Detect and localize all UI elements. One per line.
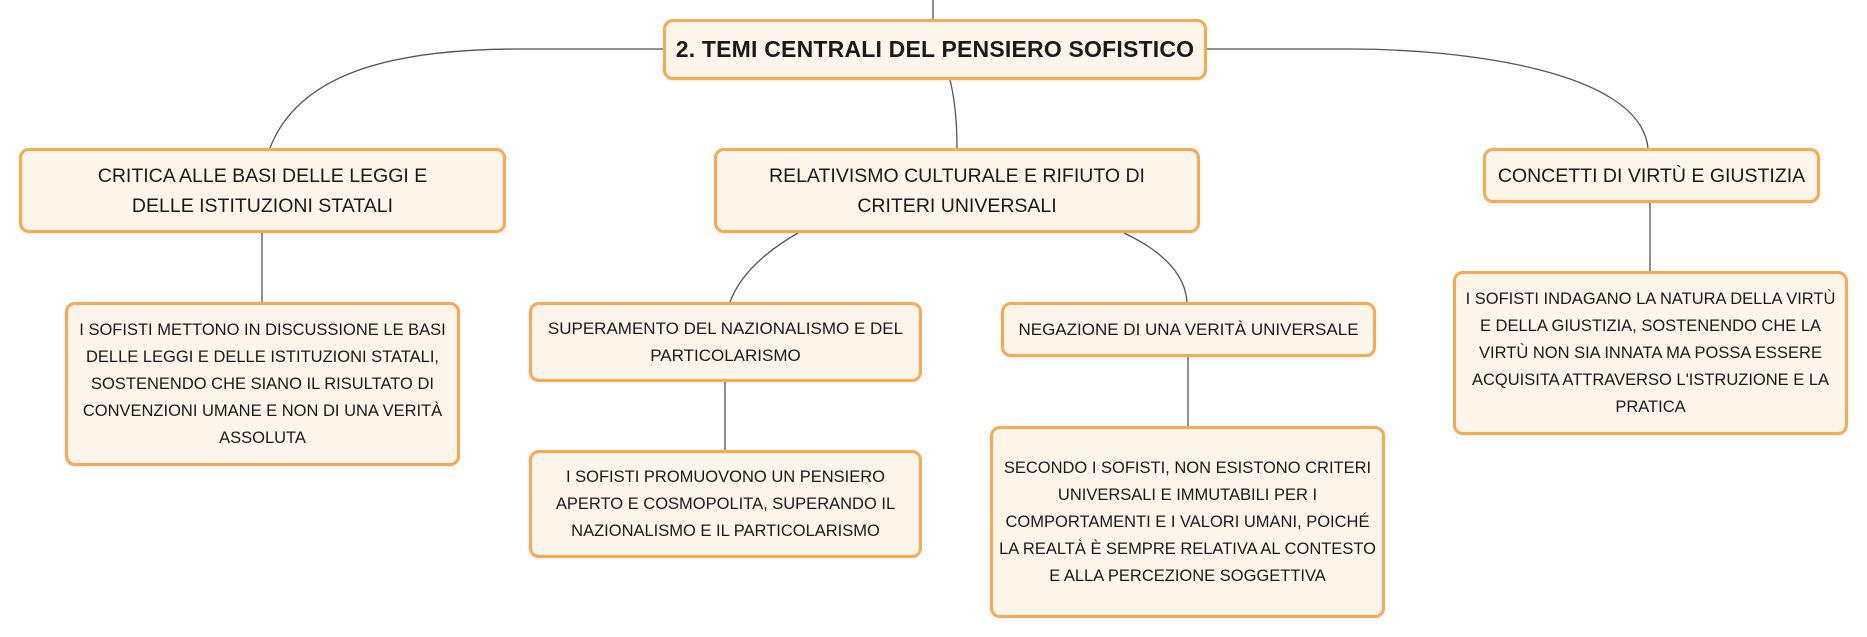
subtopic-nationalism-label: SUPERAMENTO DEL NAZIONALISMO E DEL PARTI… — [547, 319, 904, 365]
detail-virtue-justice[interactable]: I SOFISTI INDAGANO LA NATURA DELLA VIRTÙ… — [1453, 271, 1848, 435]
topic-cultural-relativism-label: RELATIVISMO CULTURALE E RIFIUTO DI CRITE… — [769, 164, 1145, 217]
detail-nationalism[interactable]: I SOFISTI PROMUOVONO UN PENSIERO APERTO … — [529, 450, 922, 558]
connector-relativism-to-nationalism — [729, 232, 799, 303]
connector-relativism-to-truth — [1123, 232, 1188, 303]
detail-universal-truth[interactable]: SECONDO I SOFISTI, NON ESISTONO CRITERI … — [990, 426, 1385, 618]
root-topic[interactable]: 2. TEMI CENTRALI DEL PENSIERO SOFISTICO — [663, 19, 1207, 80]
detail-laws-critique-text: I SOFISTI METTONO IN DISCUSSIONE LE BASI… — [79, 320, 446, 447]
connector-root-to-virtue — [1207, 48, 1649, 149]
detail-laws-critique[interactable]: I SOFISTI METTONO IN DISCUSSIONE LE BASI… — [65, 302, 460, 466]
subtopic-nationalism[interactable]: SUPERAMENTO DEL NAZIONALISMO E DEL PARTI… — [529, 302, 922, 382]
connector-root-to-relativism — [949, 79, 958, 149]
detail-nationalism-text: I SOFISTI PROMUOVONO UN PENSIERO APERTO … — [555, 467, 896, 540]
subtopic-universal-truth-label: NEGAZIONE DI UNA VERITÀ UNIVERSALE — [1018, 320, 1359, 339]
root-topic-label: 2. TEMI CENTRALI DEL PENSIERO SOFISTICO — [675, 36, 1195, 62]
detail-virtue-justice-text: I SOFISTI INDAGANO LA NATURA DELLA VIRTÙ… — [1465, 289, 1836, 416]
topic-virtue-justice-label: CONCETTI DI VIRTÙ E GIUSTIZIA — [1497, 164, 1806, 187]
topic-cultural-relativism[interactable]: RELATIVISMO CULTURALE E RIFIUTO DI CRITE… — [714, 148, 1200, 233]
topic-laws-critique-label: CRITICA ALLE BASI DELLE LEGGI E DELLE IS… — [97, 164, 428, 217]
topic-virtue-justice[interactable]: CONCETTI DI VIRTÙ E GIUSTIZIA — [1483, 148, 1820, 203]
detail-universal-truth-text: SECONDO I SOFISTI, NON ESISTONO CRITERI … — [999, 458, 1376, 585]
connector-root-to-laws — [269, 48, 663, 149]
topic-laws-critique[interactable]: CRITICA ALLE BASI DELLE LEGGI E DELLE IS… — [19, 148, 506, 233]
subtopic-universal-truth[interactable]: NEGAZIONE DI UNA VERITÀ UNIVERSALE — [1001, 302, 1376, 357]
